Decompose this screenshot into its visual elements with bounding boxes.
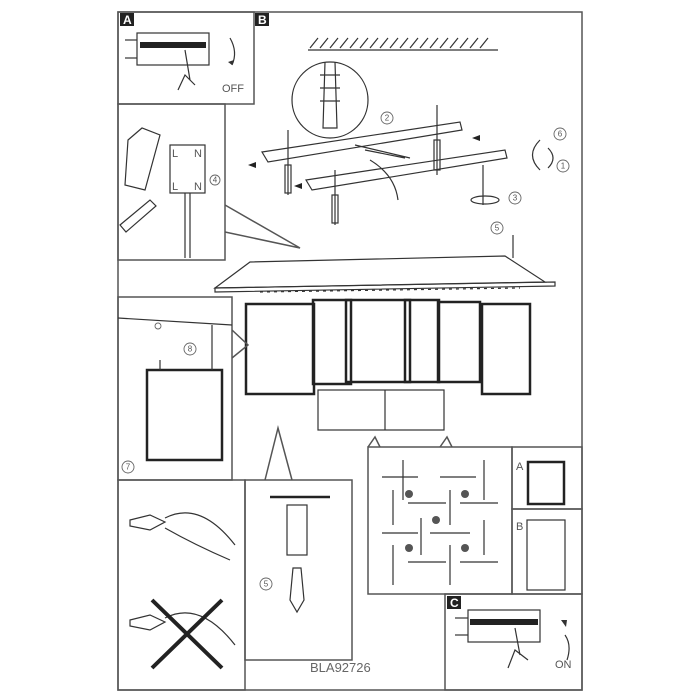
panel-hang-frame <box>117 296 250 481</box>
panel-c-badge: C <box>450 596 459 610</box>
mount-point <box>405 544 413 552</box>
mount-point <box>461 490 469 498</box>
terminal-n-top: N <box>194 148 202 160</box>
switch-off-label: OFF <box>222 83 244 95</box>
panel-wiring: L N L N <box>117 103 301 261</box>
step-4: 4 <box>213 176 218 185</box>
terminal-n-bottom: N <box>194 181 202 193</box>
panel-a-badge: A <box>123 13 132 27</box>
panel-c-switch-on: C ON <box>444 593 583 691</box>
frame-type-a-label: A <box>516 461 524 473</box>
mounting-bars <box>248 105 554 258</box>
mount-point <box>432 516 440 524</box>
ceiling <box>308 37 498 51</box>
step-7: 7 <box>126 463 131 472</box>
panel-bulb-handling <box>117 479 246 691</box>
step-1: 1 <box>561 162 566 171</box>
panel-bulb-insert: 5 <box>244 425 353 661</box>
mount-point <box>405 490 413 498</box>
panel-frame-types: A B <box>511 446 583 595</box>
product-code: BLA92726 <box>310 660 371 675</box>
panel-a-switch-off: A OFF <box>117 11 255 105</box>
terminal-l-bottom: L <box>172 181 178 193</box>
step-markers: 1 2 3 4 5 6 7 8 <box>121 111 570 474</box>
panel-frame-layout <box>367 446 513 595</box>
mount-point <box>461 544 469 552</box>
frame-type-b-label: B <box>516 521 523 533</box>
ceiling-lamp <box>213 255 556 448</box>
terminal-l-top: L <box>172 148 178 160</box>
step-6: 6 <box>558 130 563 139</box>
step-5: 5 <box>495 224 500 233</box>
step-3: 3 <box>513 194 518 203</box>
cross-icon <box>150 598 224 670</box>
step-2: 2 <box>385 114 390 123</box>
panel-b-badge: B <box>258 13 267 27</box>
switch-on-label: ON <box>555 659 572 671</box>
step-5-bulb: 5 <box>264 580 269 589</box>
step-8: 8 <box>188 345 193 354</box>
wall-plug-detail <box>291 61 369 139</box>
